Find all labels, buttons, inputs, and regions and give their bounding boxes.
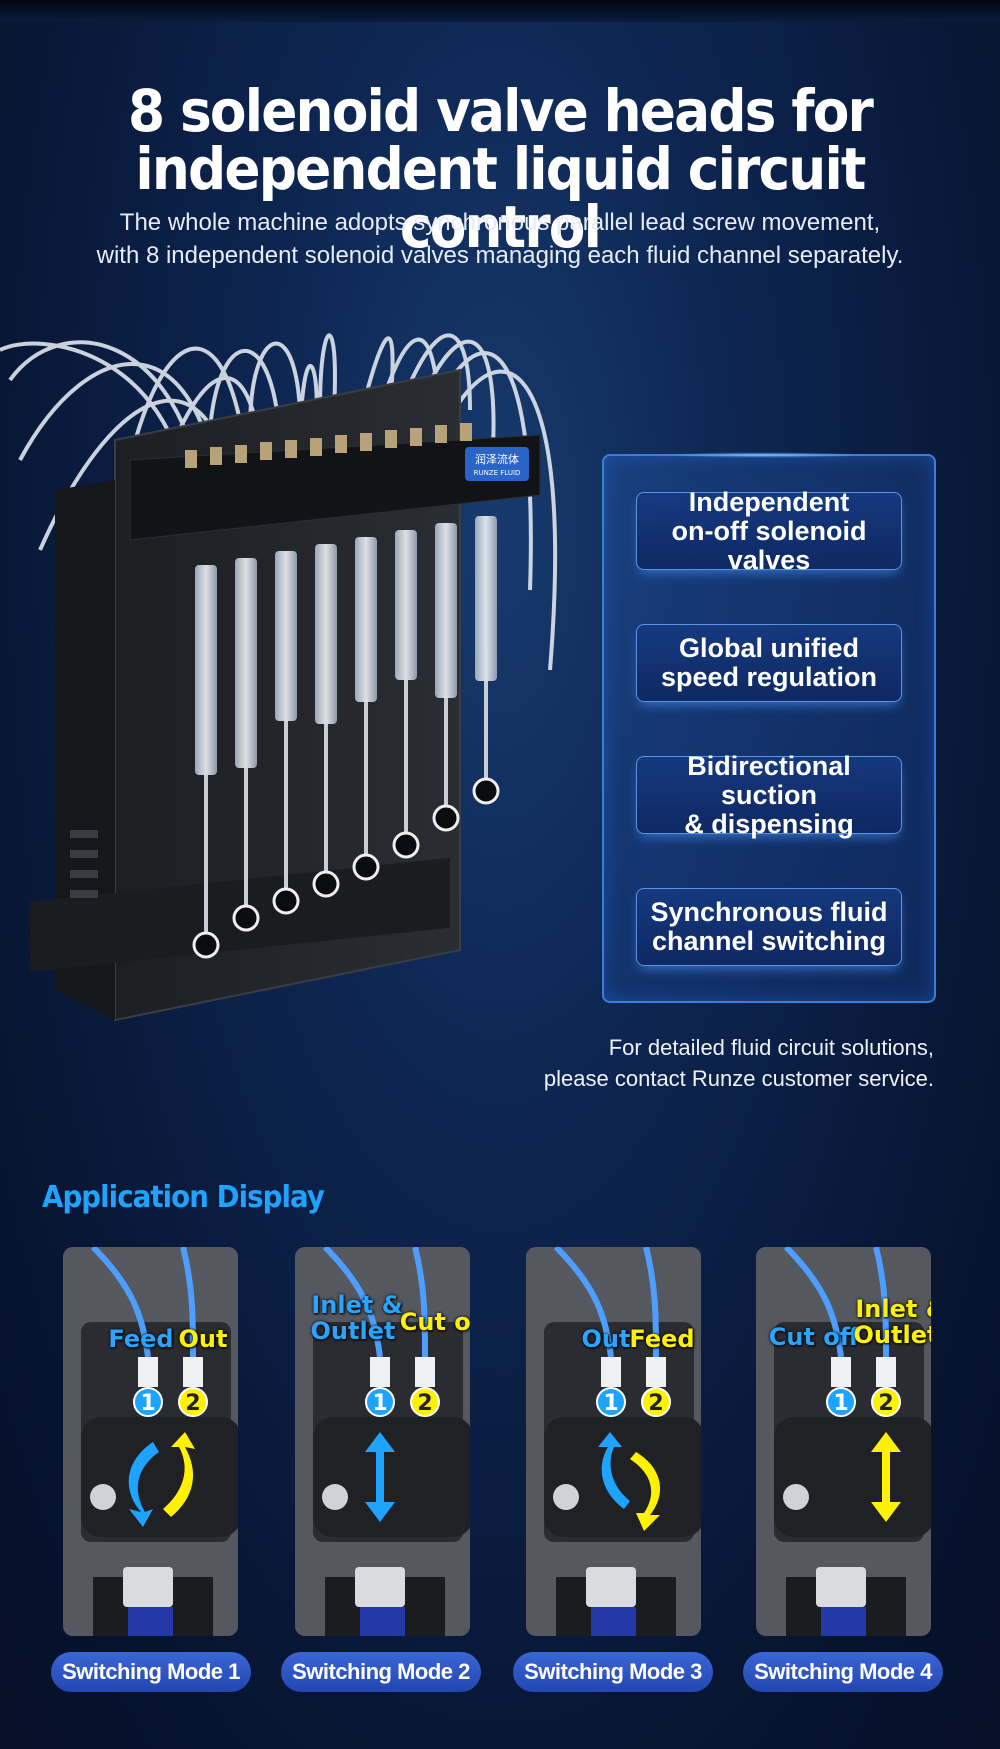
contact-line-1: For detailed fluid circuit solutions, [608,1035,934,1060]
mode-1-port-1-number: 1 [140,1391,155,1416]
mode-card-1: 1 2 Feed Out [63,1247,238,1636]
mode-3-port-2-label: Feed [629,1325,694,1353]
mode-4-port-2-number: 2 [878,1391,893,1416]
mode-card-3: 1 2 Out Feed [526,1247,701,1636]
title-line-2: independent liquid circuit control [135,135,866,261]
subtitle-line-2: with 8 independent solenoid valves manag… [96,242,904,269]
mode-4-label: Switching Mode 4 [743,1652,943,1692]
mode-4-port-1-number: 1 [833,1391,848,1416]
mode-3-port-1-number: 1 [603,1391,618,1416]
contact-line-2: please contact Runze customer service. [543,1066,934,1091]
mode-1-port-2-number: 2 [185,1391,200,1416]
mode-2-port-2-number: 2 [417,1391,432,1416]
syringe-pump-image: 润泽流体 RUNZE FLUID [0,333,558,1022]
brand-badge-line-1: 润泽流体 [475,452,519,466]
top-strip [0,0,1000,22]
page-subtitle: The whole machine adopts synchronous par… [0,206,1000,272]
mode-2-image: 1 2 Inlet &Outlet Cut off [295,1247,470,1636]
feature-speed-regulation: Global unified speed regulation [636,624,902,702]
subtitle-line-1: The whole machine adopts synchronous par… [119,209,881,236]
features-panel: Independent on-off solenoid valves Globa… [602,452,936,1003]
mode-1-label: Switching Mode 1 [51,1652,251,1692]
mode-1-image: 1 2 Feed Out [63,1247,238,1636]
title-line-1: 8 solenoid valve heads for [127,77,874,145]
mode-3-port-2-number: 2 [648,1391,663,1416]
mode-1-port-2-label: Out [179,1325,228,1353]
feature-channel-switching: Synchronous fluid channel switching [636,888,902,966]
contact-note: For detailed fluid circuit solutions, pl… [544,1032,934,1094]
mode-2-port-1-number: 1 [372,1391,387,1416]
feature-bidirectional: Bidirectional suction & dispensing [636,751,902,838]
feature-independent-valves: Independent on-off solenoid valves [636,487,902,574]
mode-1-port-1-label: Feed [108,1325,173,1353]
mode-card-2: 1 2 Inlet &Outlet Cut off [295,1247,470,1636]
brand-badge-line-2: RUNZE FLUID [474,469,521,477]
mode-4-port-1-label: Cut off [769,1323,860,1351]
mode-2-label: Switching Mode 2 [281,1652,481,1692]
application-display-title: Application Display [42,1180,325,1215]
mode-2-port-1-label: Inlet &Outlet [311,1291,403,1345]
mode-4-port-2-label: Inlet &Outlet [854,1295,931,1349]
mode-3-image: 1 2 Out Feed [526,1247,701,1636]
mode-card-4: 1 2 Cut off Inlet &Outlet [756,1247,931,1636]
mode-2-port-2-label: Cut off [400,1308,470,1336]
page-title: 8 solenoid valve heads for independent l… [40,82,960,256]
mode-3-label: Switching Mode 3 [513,1652,713,1692]
mode-3-port-1-label: Out [582,1325,631,1353]
mode-4-image: 1 2 Cut off Inlet &Outlet [756,1247,931,1636]
